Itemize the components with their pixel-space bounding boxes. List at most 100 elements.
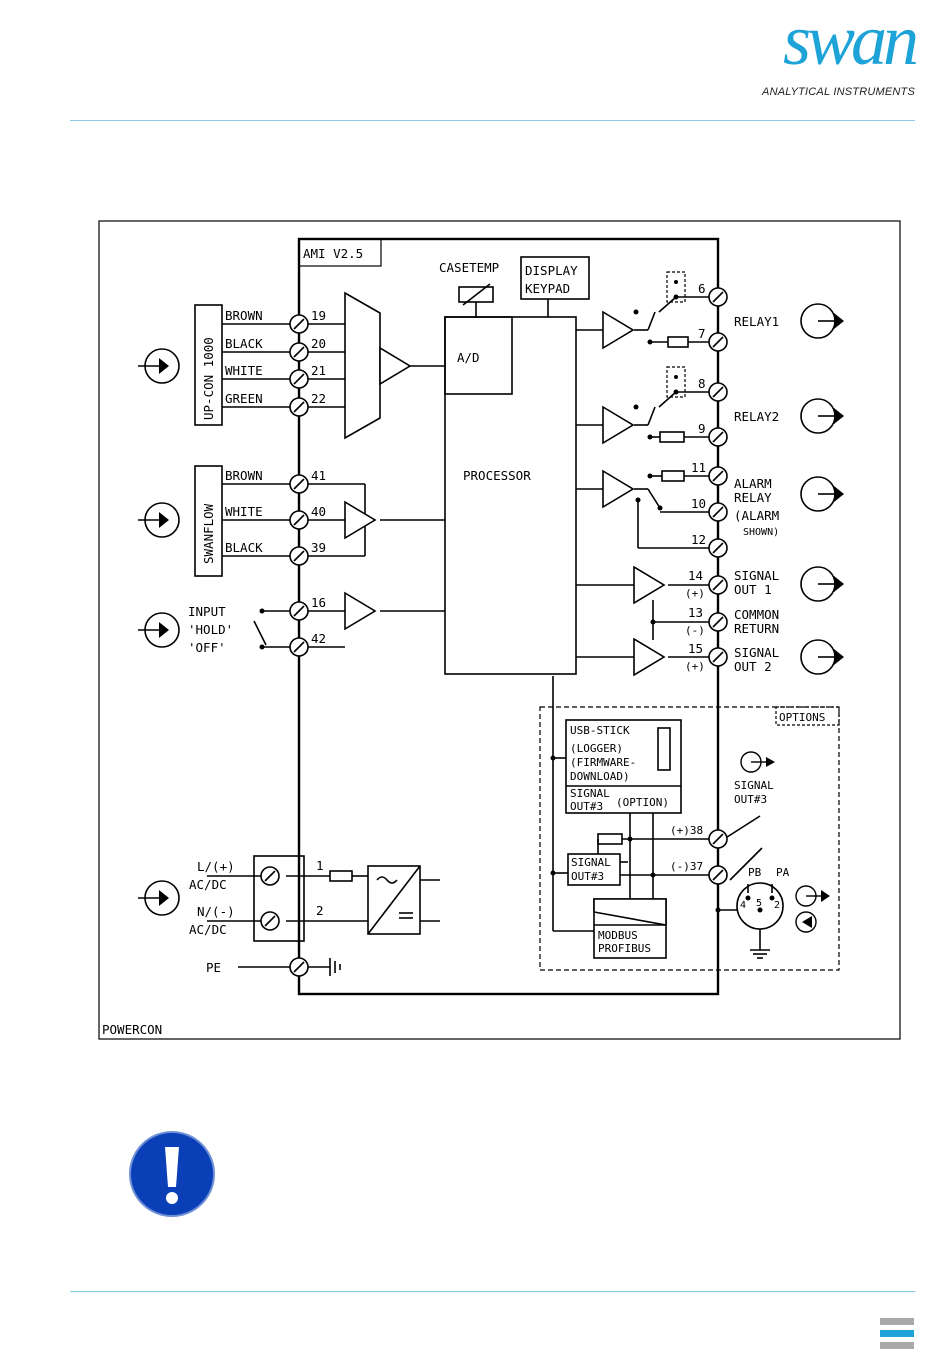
logo-word: swan [782, 0, 919, 80]
chapter-marker [880, 1318, 914, 1360]
terminal-2: 2 [316, 903, 324, 918]
signal-out2-1: SIGNAL [734, 645, 779, 660]
power-n-1: N/(-) [197, 904, 235, 919]
relay2-label: RELAY2 [734, 409, 779, 424]
output-arrow-icon [800, 303, 845, 339]
polarity-15: (+) [685, 660, 705, 673]
display-label: DISPLAY [525, 263, 578, 278]
upcon-name: UP-CON 1000 [201, 337, 216, 420]
exclamation-icon [129, 1131, 215, 1217]
terminal-9: 9 [698, 421, 706, 436]
input-label-1: INPUT [188, 604, 226, 619]
terminal-11: 11 [691, 460, 706, 475]
swanflow-wire-2: WHITE [225, 504, 263, 519]
terminal-1: 1 [316, 858, 324, 873]
pin-5: 5 [756, 898, 762, 909]
alarm-label-1: ALARM [734, 476, 772, 491]
upcon-wire-2: BLACK [225, 336, 263, 351]
terminal-39: 39 [311, 540, 326, 555]
amplifiers [344, 311, 665, 676]
power-n-2: AC/DC [189, 922, 227, 937]
usb-2: (LOGGER) [570, 742, 623, 755]
pb-label: PB [748, 866, 762, 879]
footer-rule [70, 1291, 915, 1292]
processor-block [444, 316, 577, 675]
polarity-14: (+) [685, 587, 705, 600]
swanflow-wire-3: BLACK [225, 540, 263, 555]
output-arrow-icon [800, 639, 845, 675]
terminal-19: 19 [311, 308, 326, 323]
pin-2: 2 [774, 900, 780, 911]
power-l-1: L/(+) [197, 859, 235, 874]
upcon-wire-1: BROWN [225, 308, 263, 323]
terminal-7: 7 [698, 326, 706, 341]
common-1: COMMON [734, 607, 779, 622]
alarm-label-2: RELAY [734, 490, 772, 505]
adc-label: A/D [457, 350, 480, 365]
terminal-12: 12 [691, 532, 706, 547]
sig3b-2: OUT#3 [571, 870, 604, 883]
upcon-wire-4: GREEN [225, 391, 263, 406]
ext-sig3-1: SIGNAL [734, 779, 774, 792]
polarity-13: (-) [685, 624, 705, 637]
signal-out1-1: SIGNAL [734, 568, 779, 583]
usb-3: (FIRMWARE- [570, 756, 636, 769]
output-arrow-icon [800, 566, 845, 602]
sig3-1: SIGNAL [570, 787, 610, 800]
pa-label: PA [776, 866, 790, 879]
alarm-label-4: SHOWN) [743, 527, 779, 538]
keypad-label: KEYPAD [525, 281, 570, 296]
terminal-15: 15 [688, 641, 703, 656]
sig3b-1: SIGNAL [571, 856, 611, 869]
terminal-13: 13 [688, 605, 703, 620]
ext-sig3-2: OUT#3 [734, 793, 767, 806]
swan-logo: swan ANALYTICAL INSTRUMENTS [734, 4, 919, 104]
terminal-14: 14 [688, 568, 703, 583]
signal-out1-2: OUT 1 [734, 582, 772, 597]
terminal-20: 20 [311, 336, 326, 351]
terminal-37: (-)37 [670, 860, 703, 873]
power-l-2: AC/DC [189, 877, 227, 892]
swanflow-name: SWANFLOW [201, 503, 216, 564]
upcon-wire-3: WHITE [225, 363, 263, 378]
casetemp-label: CASETEMP [439, 260, 499, 275]
terminal-42: 42 [311, 631, 326, 646]
pin-4: 4 [740, 900, 746, 911]
processor-label: PROCESSOR [463, 468, 531, 483]
swanflow-wire-1: BROWN [225, 468, 263, 483]
signal-out2-2: OUT 2 [734, 659, 772, 674]
terminal-16: 16 [311, 595, 326, 610]
terminal-22: 22 [311, 391, 326, 406]
logo-tagline: ANALYTICAL INSTRUMENTS [762, 86, 915, 98]
usb-4: DOWNLOAD) [570, 770, 630, 783]
input-arrow-icon [137, 880, 180, 916]
output-arrow-icon [800, 398, 845, 434]
terminals [260, 287, 728, 977]
alarm-label-3: (ALARM [734, 508, 779, 523]
header-rule [70, 120, 915, 121]
options-label: OPTIONS [779, 711, 825, 724]
powercon-label: POWERCON [102, 1022, 162, 1037]
power-pe: PE [206, 960, 221, 975]
terminal-40: 40 [311, 504, 326, 519]
relay1-label: RELAY1 [734, 314, 779, 329]
output-arrow-icon [800, 476, 845, 512]
terminal-21: 21 [311, 363, 326, 378]
sig3-2: OUT#3 [570, 800, 603, 813]
terminal-38: (+)38 [670, 824, 703, 837]
common-2: RETURN [734, 621, 779, 636]
modbus: MODBUS [598, 929, 638, 942]
usb-1: USB-STICK [570, 724, 630, 737]
terminal-8: 8 [698, 376, 706, 391]
diagram-frame [98, 220, 901, 1040]
terminal-41: 41 [311, 468, 326, 483]
input-arrow-icon [137, 612, 180, 648]
profibus: PROFIBUS [598, 942, 651, 955]
ami-title: AMI V2.5 [303, 246, 363, 261]
input-label-2: 'HOLD' [188, 622, 233, 637]
terminal-10: 10 [691, 496, 706, 511]
terminal-6: 6 [698, 281, 706, 296]
input-label-3: 'OFF' [188, 640, 226, 655]
sig3-option: (OPTION) [616, 796, 669, 809]
